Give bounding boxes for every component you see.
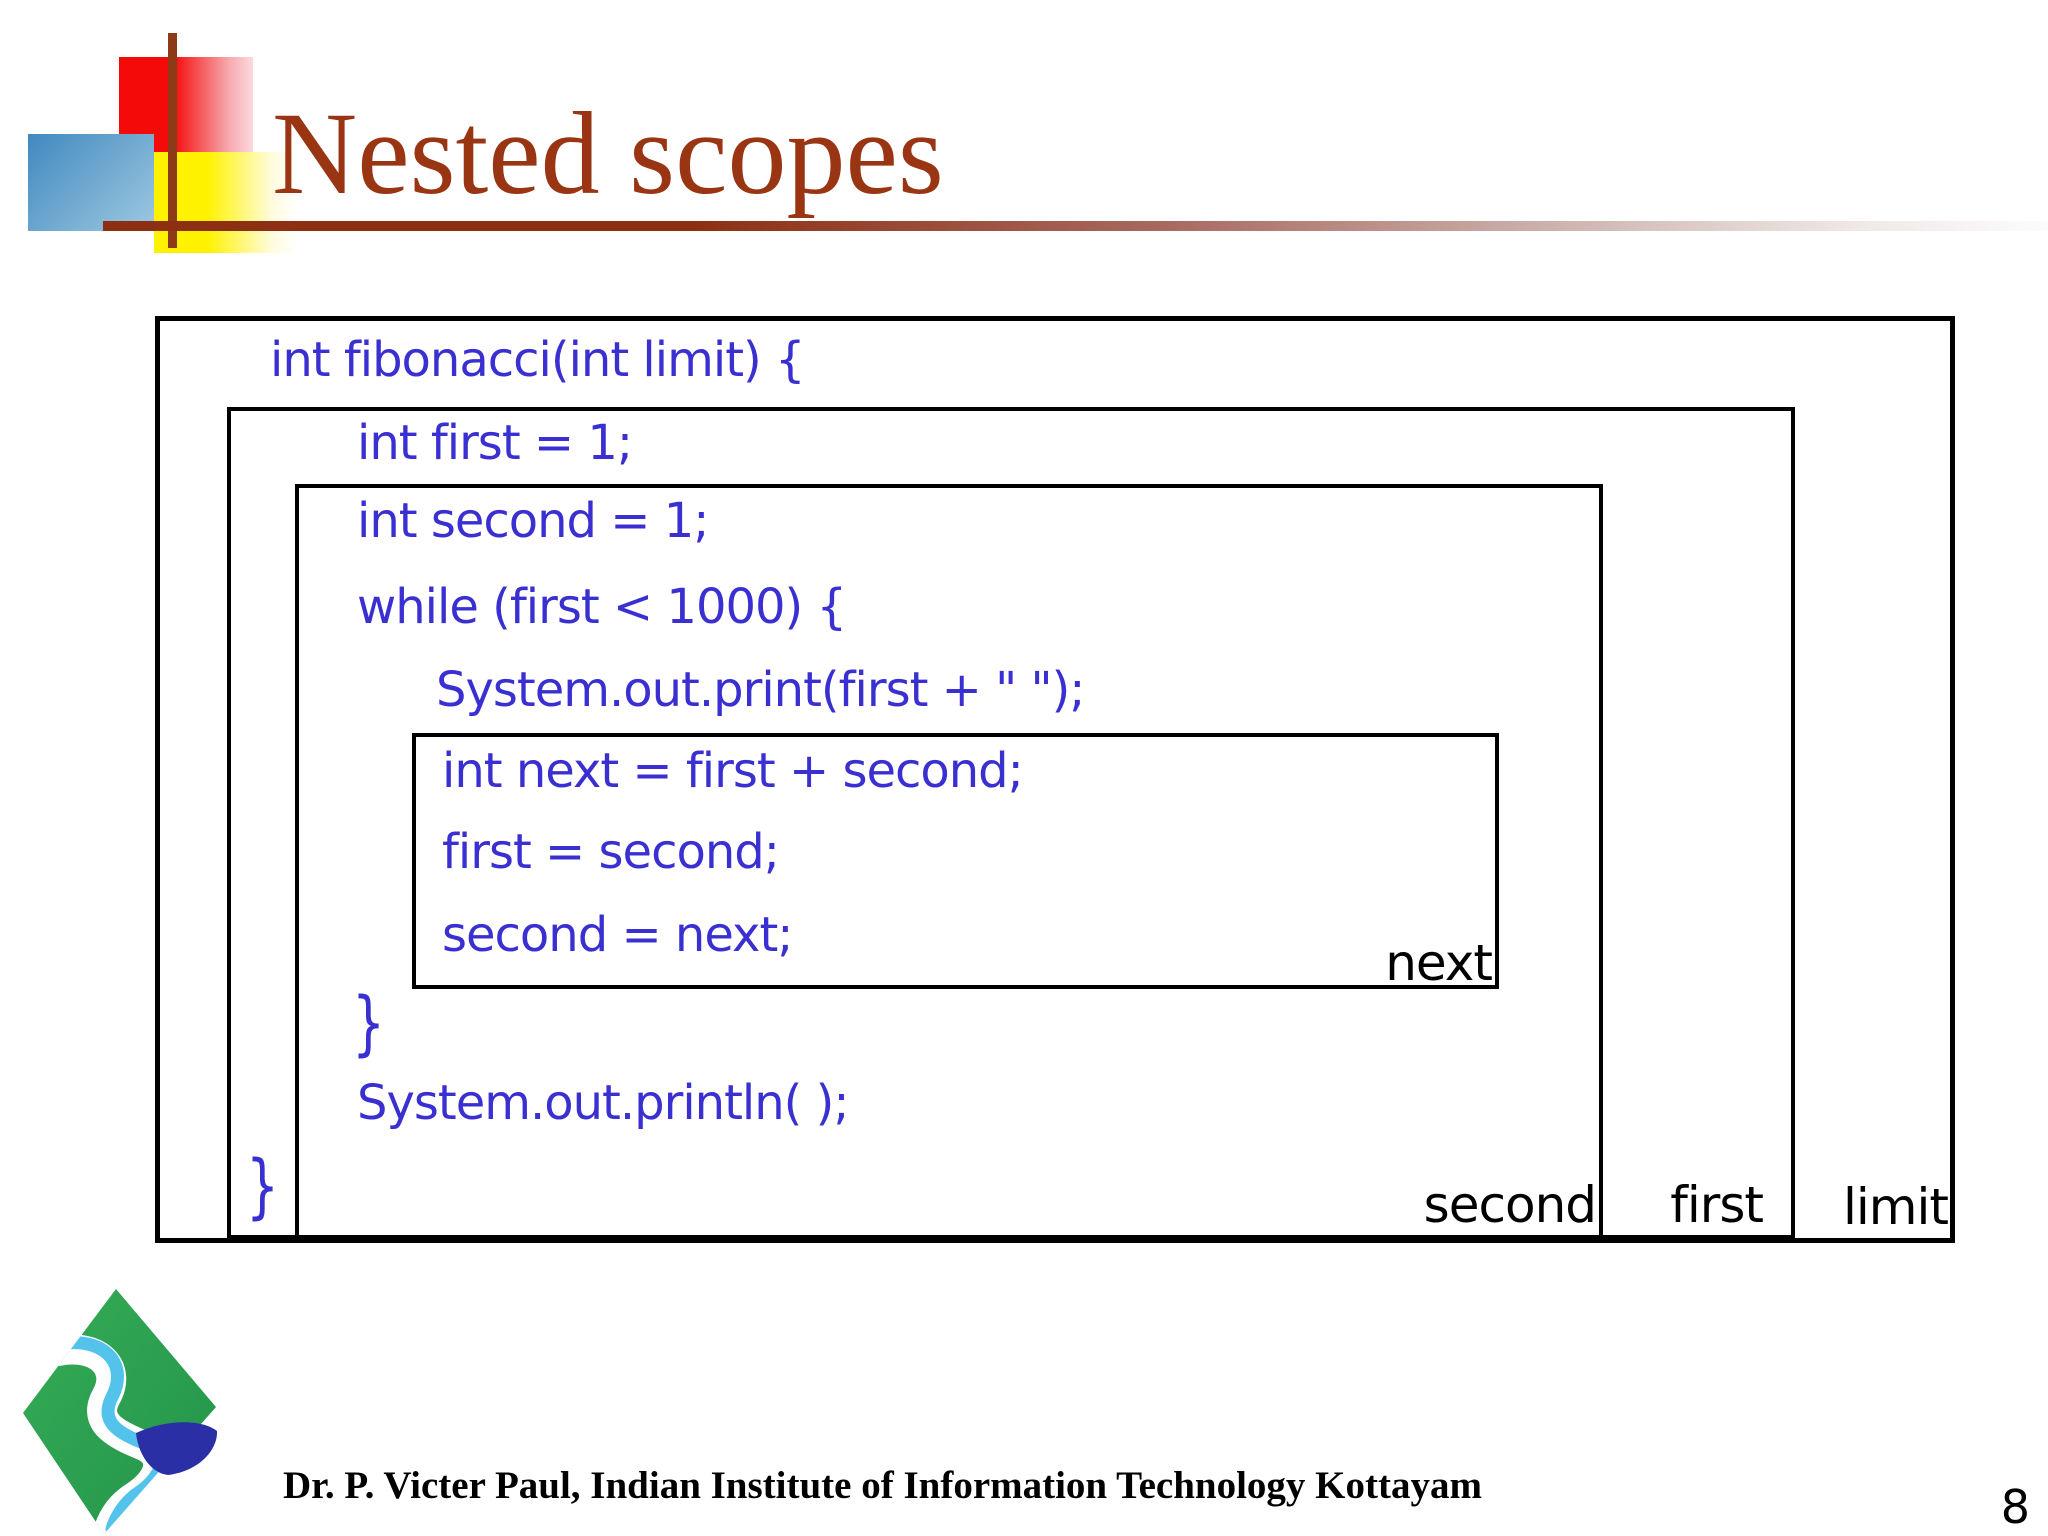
decor-yellow-square-icon <box>154 152 294 253</box>
scope-box-method <box>155 316 1955 1243</box>
code-line-second-assign: second = next; <box>442 907 793 963</box>
code-line-while-close: } <box>352 983 385 1065</box>
iiit-kottayam-logo-icon <box>23 1289 218 1534</box>
page-title: Nested scopes <box>272 88 944 219</box>
scope-label-second: second <box>1423 1176 1597 1234</box>
slide-number: 8 <box>2000 1480 2030 1534</box>
scope-box-loop-body <box>412 733 1499 989</box>
decor-blue-square-icon <box>28 134 154 231</box>
code-line-print: System.out.print(first + " "); <box>436 662 1085 718</box>
footer-credit: Dr. P. Victer Paul, Indian Institute of … <box>283 1464 1482 1507</box>
scope-label-first: first <box>1670 1176 1764 1234</box>
scope-box-second <box>295 484 1603 1239</box>
code-line-while: while (first < 1000) { <box>357 579 847 635</box>
decor-vertical-line <box>168 33 177 248</box>
logo-wing <box>136 1422 218 1475</box>
title-underline <box>103 221 2048 231</box>
code-line-println: System.out.println( ); <box>357 1075 850 1131</box>
code-line-int-first: int first = 1; <box>357 415 633 471</box>
scope-label-limit: limit <box>1843 1178 1949 1236</box>
code-line-int-second: int second = 1; <box>357 493 709 549</box>
code-line-method-close: } <box>246 1146 279 1228</box>
code-line-int-next: int next = first + second; <box>442 743 1024 799</box>
code-line-method-header: int fibonacci(int limit) { <box>270 332 806 388</box>
code-line-first-assign: first = second; <box>442 824 780 880</box>
scope-label-next: next <box>1385 934 1493 992</box>
